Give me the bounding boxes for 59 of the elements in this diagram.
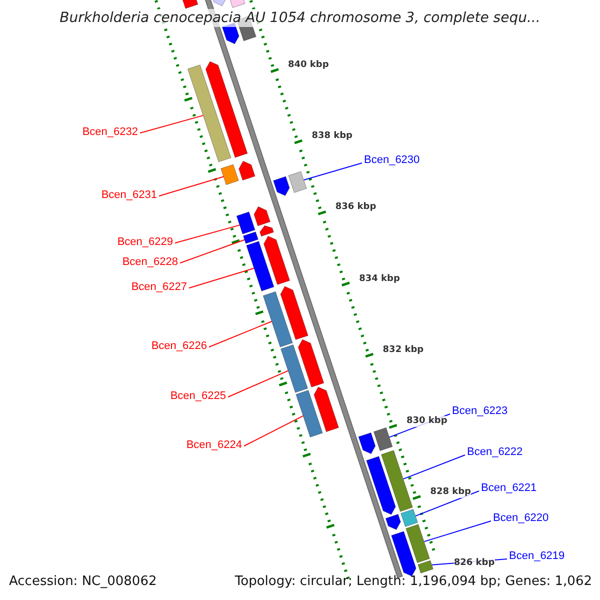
gene-label: Bcen_6219 bbox=[509, 550, 565, 563]
scale-label: 840 kbp bbox=[288, 60, 329, 72]
gene-bar bbox=[296, 390, 323, 438]
scale-label: 834 kbp bbox=[359, 274, 400, 285]
scale-label: 828 kbp bbox=[430, 487, 471, 498]
gene-bar bbox=[262, 291, 293, 348]
leader-line bbox=[180, 239, 246, 264]
gene-label: Bcen_6225 bbox=[170, 390, 226, 403]
gene-bar bbox=[280, 344, 308, 393]
footer-text: Accession: NC_008062 bbox=[9, 574, 157, 590]
gene-bar bbox=[380, 450, 413, 512]
footer-text: Topology: circular; Length: 1,196,094 bp; Genes: 1,062 bbox=[234, 574, 592, 590]
gene-label: Bcen_6230 bbox=[364, 154, 420, 167]
gene-label: Bcen_6226 bbox=[151, 340, 207, 353]
leader-line bbox=[208, 320, 272, 348]
gene-label: Bcen_6222 bbox=[467, 446, 523, 459]
gene-block bbox=[298, 339, 324, 388]
gene-label: Bcen_6224 bbox=[186, 439, 242, 452]
gene-bar bbox=[246, 240, 274, 292]
gene-bar bbox=[418, 560, 434, 574]
gene-block bbox=[260, 225, 274, 237]
leader-line bbox=[303, 162, 362, 180]
gene-block bbox=[366, 456, 396, 515]
scale-label: 838 kbp bbox=[312, 131, 352, 142]
gene-bar bbox=[400, 508, 418, 528]
gene-bar bbox=[242, 231, 259, 244]
gene-block bbox=[280, 286, 308, 340]
gene-bar bbox=[288, 171, 307, 194]
gene-label: Bcen_6223 bbox=[452, 405, 508, 418]
gene-block bbox=[238, 160, 256, 181]
gene-label: Bcen_6221 bbox=[481, 482, 537, 495]
scale-label: 832 kbp bbox=[382, 344, 424, 356]
leader-line bbox=[140, 114, 204, 134]
gene-block bbox=[272, 176, 290, 196]
gene-label: Bcen_6227 bbox=[131, 281, 187, 294]
leader-line bbox=[158, 176, 224, 196]
gene-block bbox=[358, 432, 376, 454]
gene-bar bbox=[220, 164, 239, 186]
gene-label: Bcen_6232 bbox=[82, 126, 138, 139]
gene-bar bbox=[373, 427, 393, 452]
gene-label: Bcen_6229 bbox=[117, 236, 173, 249]
gene-label: Bcen_6220 bbox=[493, 512, 549, 525]
leader-line bbox=[402, 454, 466, 480]
gene-block bbox=[391, 531, 416, 577]
gene-block bbox=[385, 514, 401, 530]
gene-block bbox=[205, 61, 248, 158]
scale-label: 830 kbp bbox=[406, 416, 448, 427]
scale-label: 836 kbp bbox=[335, 202, 376, 214]
leader-line bbox=[424, 520, 492, 542]
gene-block bbox=[254, 206, 271, 226]
leader-line bbox=[188, 268, 255, 288]
leader-line bbox=[174, 224, 240, 244]
leader-line bbox=[244, 415, 304, 446]
gene-label: Bcen_6228 bbox=[122, 256, 178, 269]
gene-block bbox=[314, 386, 340, 432]
gene-block bbox=[264, 236, 290, 286]
scale-label: 826 kbp bbox=[454, 558, 495, 570]
leader-line bbox=[228, 370, 289, 398]
gene-label: Bcen_6231 bbox=[101, 189, 157, 202]
